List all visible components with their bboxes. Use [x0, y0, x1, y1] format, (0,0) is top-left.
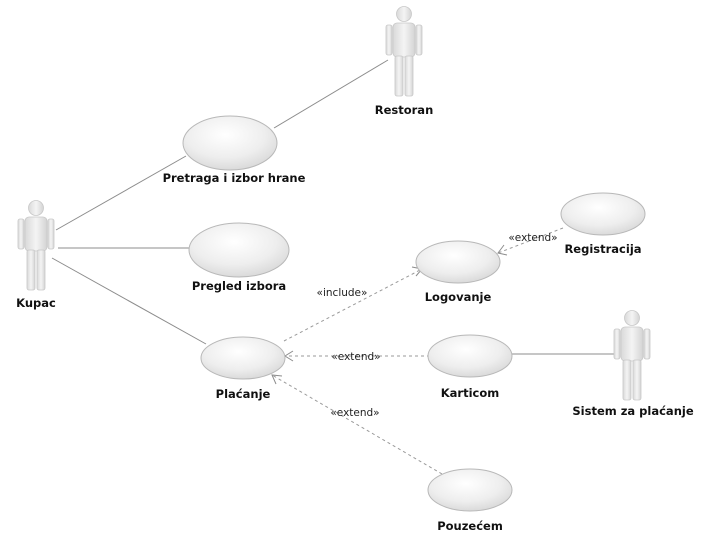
use-case-placanje[interactable]	[200, 336, 286, 380]
association-kupac-placanje	[51, 257, 207, 345]
extend-pouzecem-placanje-line	[271, 374, 443, 475]
extend-pouzecem-stereotype-label: «extend»	[330, 407, 379, 419]
actor-sistem-figure[interactable]	[613, 310, 651, 401]
association-pretraga-restoran	[273, 59, 389, 129]
extend-registracija-arrowhead	[497, 244, 508, 256]
include-placanje-logovanje-line	[283, 268, 423, 342]
actor-sistem-label: Sistem za plaćanje	[572, 404, 693, 418]
actors	[17, 6, 651, 401]
use-case-karticom[interactable]	[427, 334, 513, 378]
use-case-pouzecem-label: Pouzećem	[437, 519, 503, 533]
use-case-logovanje-label: Logovanje	[425, 290, 492, 304]
actor-restoran-label: Restoran	[375, 103, 434, 117]
associations	[51, 59, 614, 355]
actor-kupac-label: Kupac	[16, 296, 56, 310]
dependencies	[271, 227, 564, 475]
use-case-pregled-label: Pregled izbora	[192, 279, 286, 293]
use-case-pouzecem[interactable]	[427, 468, 513, 512]
actor-kupac-figure[interactable]	[17, 200, 55, 291]
use-case-registracija[interactable]	[560, 192, 646, 236]
use-case-logovanje[interactable]	[415, 240, 501, 284]
use-case-registracija-label: Registracija	[564, 242, 641, 256]
use-case-karticom-label: Karticom	[441, 386, 499, 400]
labels: Kupac Restoran Sistem za plaćanje Pretra…	[16, 103, 694, 533]
extend-pouzecem-arrowhead	[271, 374, 283, 385]
use-cases	[182, 115, 646, 512]
use-case-pretraga-label: Pretraga i izbor hrane	[163, 171, 306, 185]
extend-registracija-stereotype-label: «extend»	[508, 232, 557, 244]
use-case-placanje-label: Plaćanje	[216, 387, 271, 401]
use-case-pretraga[interactable]	[182, 115, 278, 171]
include-stereotype-label: «include»	[317, 287, 368, 299]
association-kupac-pretraga	[55, 155, 187, 231]
actor-restoran-figure[interactable]	[385, 6, 423, 97]
extend-karticom-stereotype-label: «extend»	[331, 351, 380, 363]
use-case-pregled[interactable]	[188, 222, 290, 278]
